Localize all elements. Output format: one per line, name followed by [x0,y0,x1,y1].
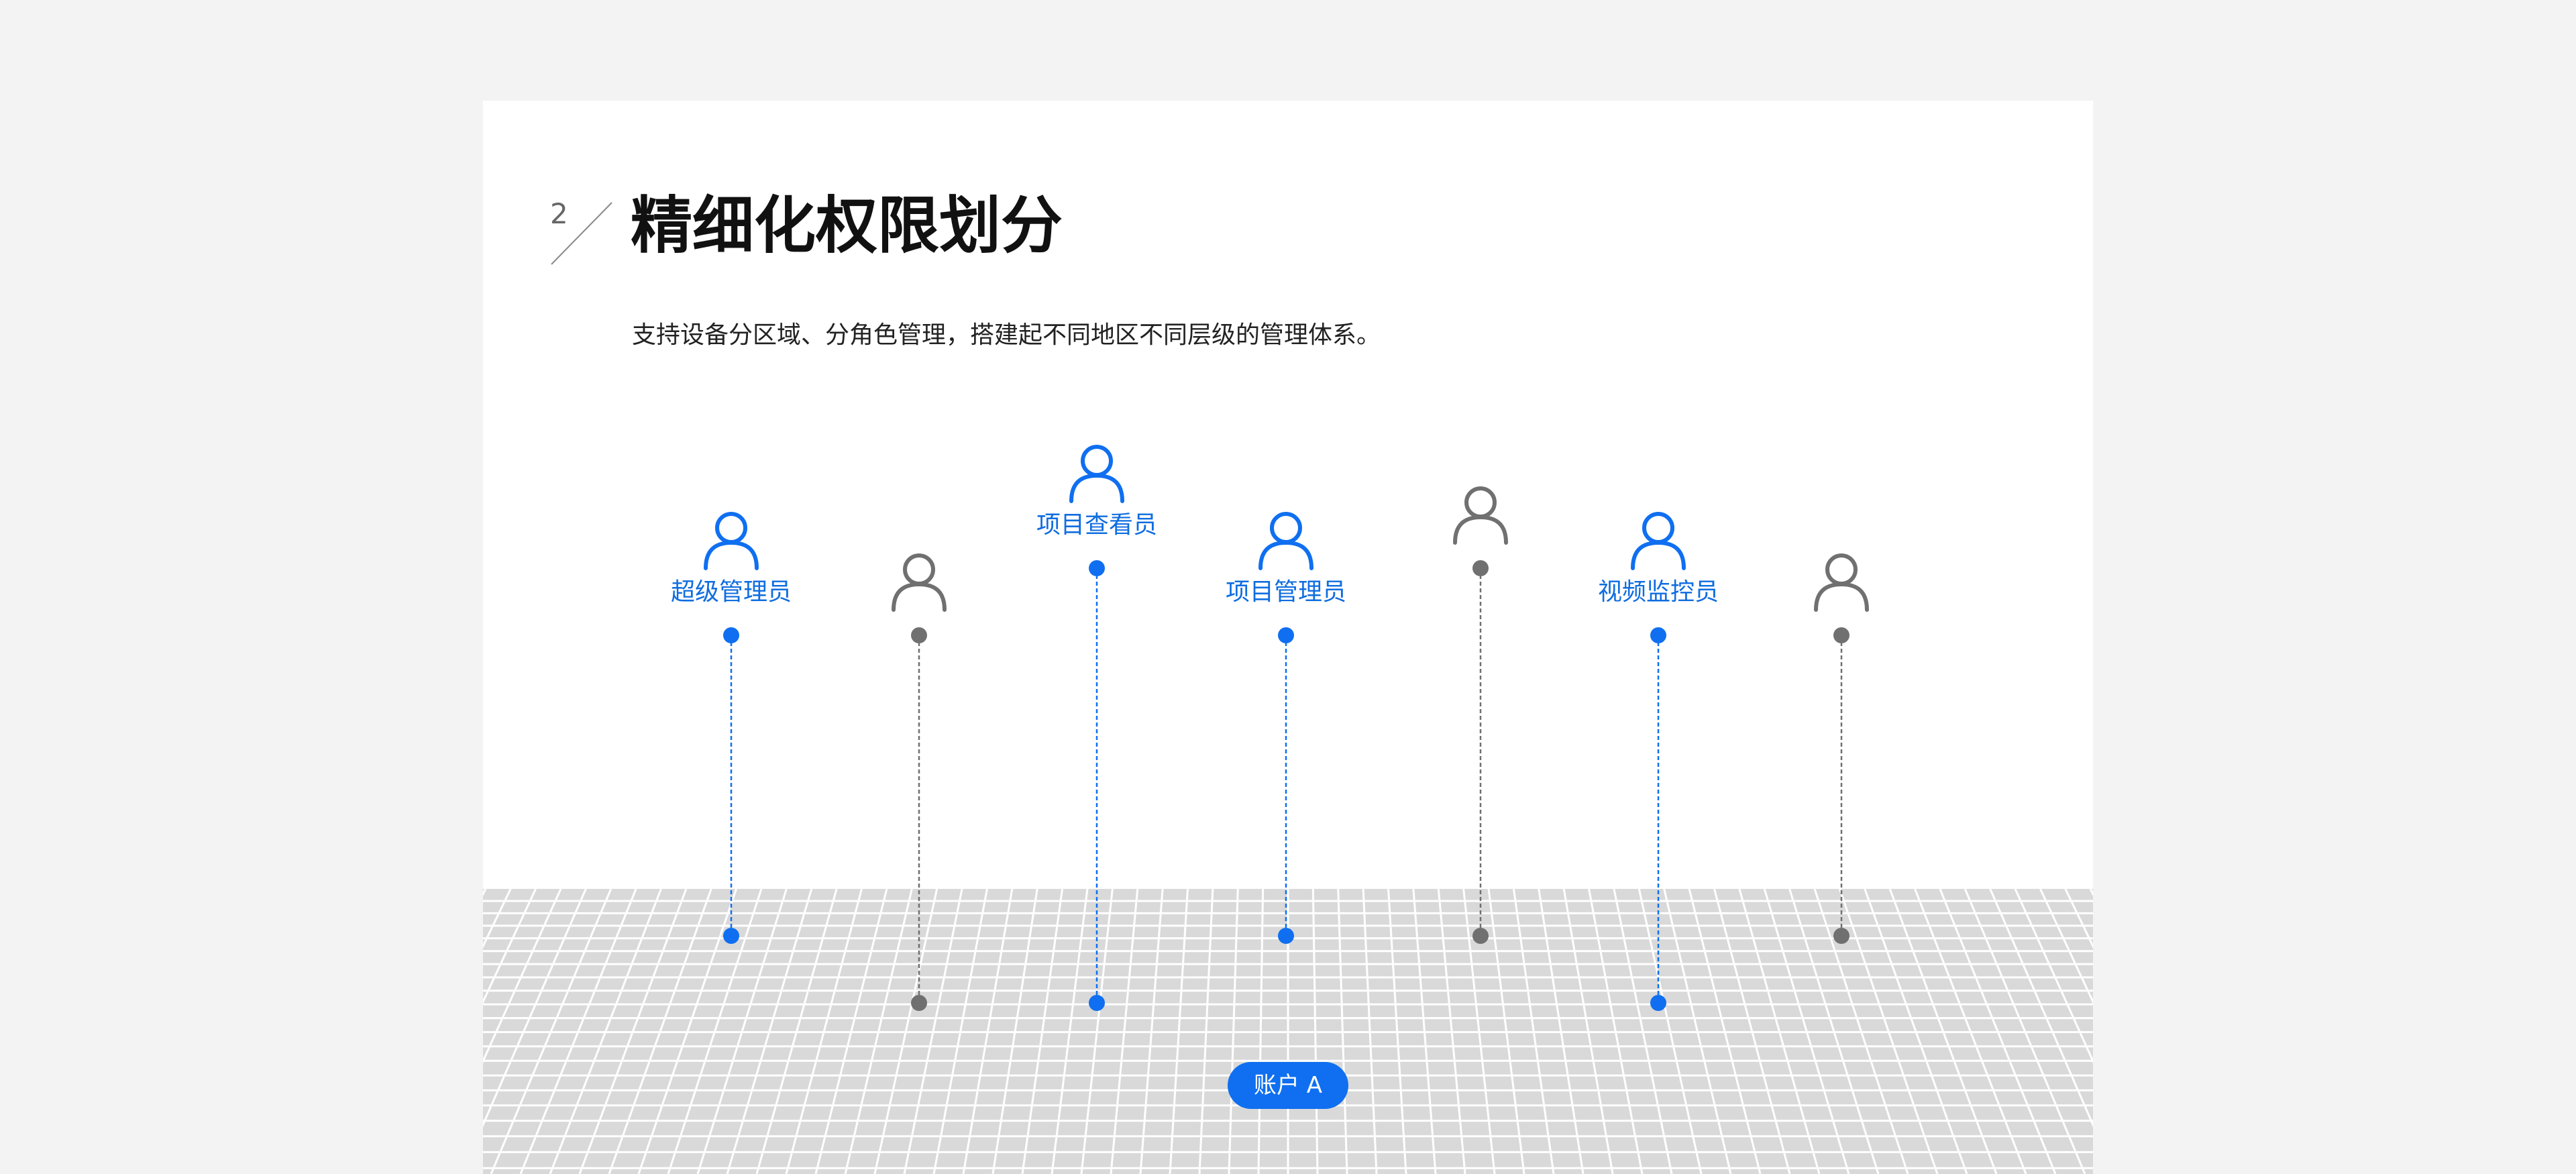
floor-line [483,889,512,949]
role-node [1453,486,1508,944]
role-node [1069,445,1124,1011]
user-icon [1258,512,1313,570]
section-description: 支持设备分区域、分角色管理，搭建起不同地区不同层级的管理体系。 [632,321,1381,349]
top-dot [723,627,739,643]
role-node [892,553,947,1011]
top-dot [1833,627,1849,643]
top-dot [911,627,927,643]
role-label: 项目查看员 [1036,511,1158,539]
section-number: 2 [550,197,568,230]
bottom-dot [1472,928,1489,944]
top-dot [1472,560,1489,576]
role-diagram [704,445,1869,1011]
user-icon [1631,512,1686,570]
role-label: 视频监控员 [1597,578,1719,606]
floor-line [2064,889,2093,949]
bottom-dot [1833,928,1849,944]
bottom-dot [1278,928,1294,944]
bottom-dot [1089,995,1105,1011]
role-node [704,512,759,944]
role-label: 项目管理员 [1225,578,1347,606]
title-slash-divider [551,202,612,265]
top-dot [1650,627,1666,643]
role-node [1258,512,1313,944]
account-a-button[interactable]: 账户 A [1228,1062,1348,1109]
floor-line [483,889,537,1004]
user-icon [1453,486,1508,545]
floor-line [2039,889,2093,1004]
bottom-dot [723,928,739,944]
bottom-dot [1650,995,1666,1011]
user-icon [1814,553,1869,612]
section-title: 精细化权限划分 [631,190,1063,262]
user-icon [1069,445,1124,503]
top-dot [1278,627,1294,643]
role-label: 超级管理员 [670,578,792,606]
bottom-dot [911,995,927,1011]
user-icon [892,553,947,612]
user-icon [704,512,759,570]
feature-card: 2 精细化权限划分 支持设备分区域、分角色管理，搭建起不同地区不同层级的管理体系… [483,101,2093,1174]
top-dot [1089,560,1105,576]
role-node [1631,512,1686,1011]
role-node [1814,553,1869,944]
